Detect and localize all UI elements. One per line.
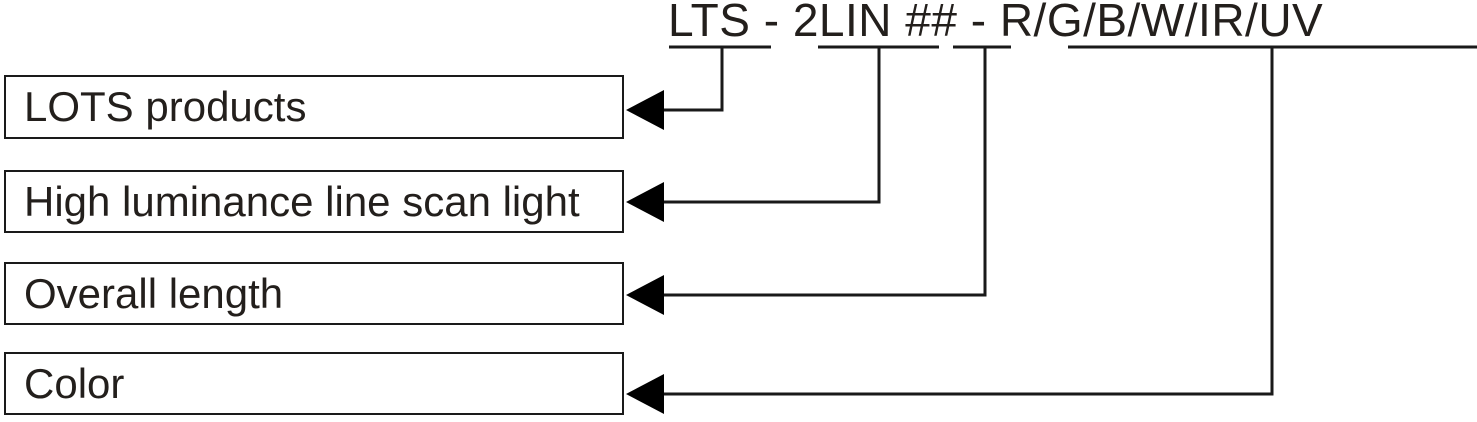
arrowhead-2 [626, 182, 664, 222]
arrowhead-1 [626, 90, 664, 130]
arrowhead-3 [626, 275, 664, 315]
part-number-code: LTS - 2LIN ## - R/G/B/W/IR/UV [668, 0, 1324, 46]
callout-box-overall-length: Overall length [4, 262, 624, 325]
callout-label-1: LOTS products [24, 83, 307, 130]
connector-4 [662, 47, 1274, 396]
callout-box-lots-products: LOTS products [4, 75, 624, 139]
callout-label-4: Color [24, 359, 125, 407]
connector-2 [662, 47, 881, 204]
callout-label-2: High luminance line scan light [24, 177, 580, 225]
connector-1 [662, 47, 724, 112]
arrowhead-4 [626, 374, 664, 414]
connector-3 [662, 47, 987, 297]
callout-label-3: Overall length [24, 269, 284, 317]
callout-box-high-luminance-line-scan-light: High luminance line scan light [4, 170, 624, 233]
callout-box-color: Color [4, 352, 624, 415]
